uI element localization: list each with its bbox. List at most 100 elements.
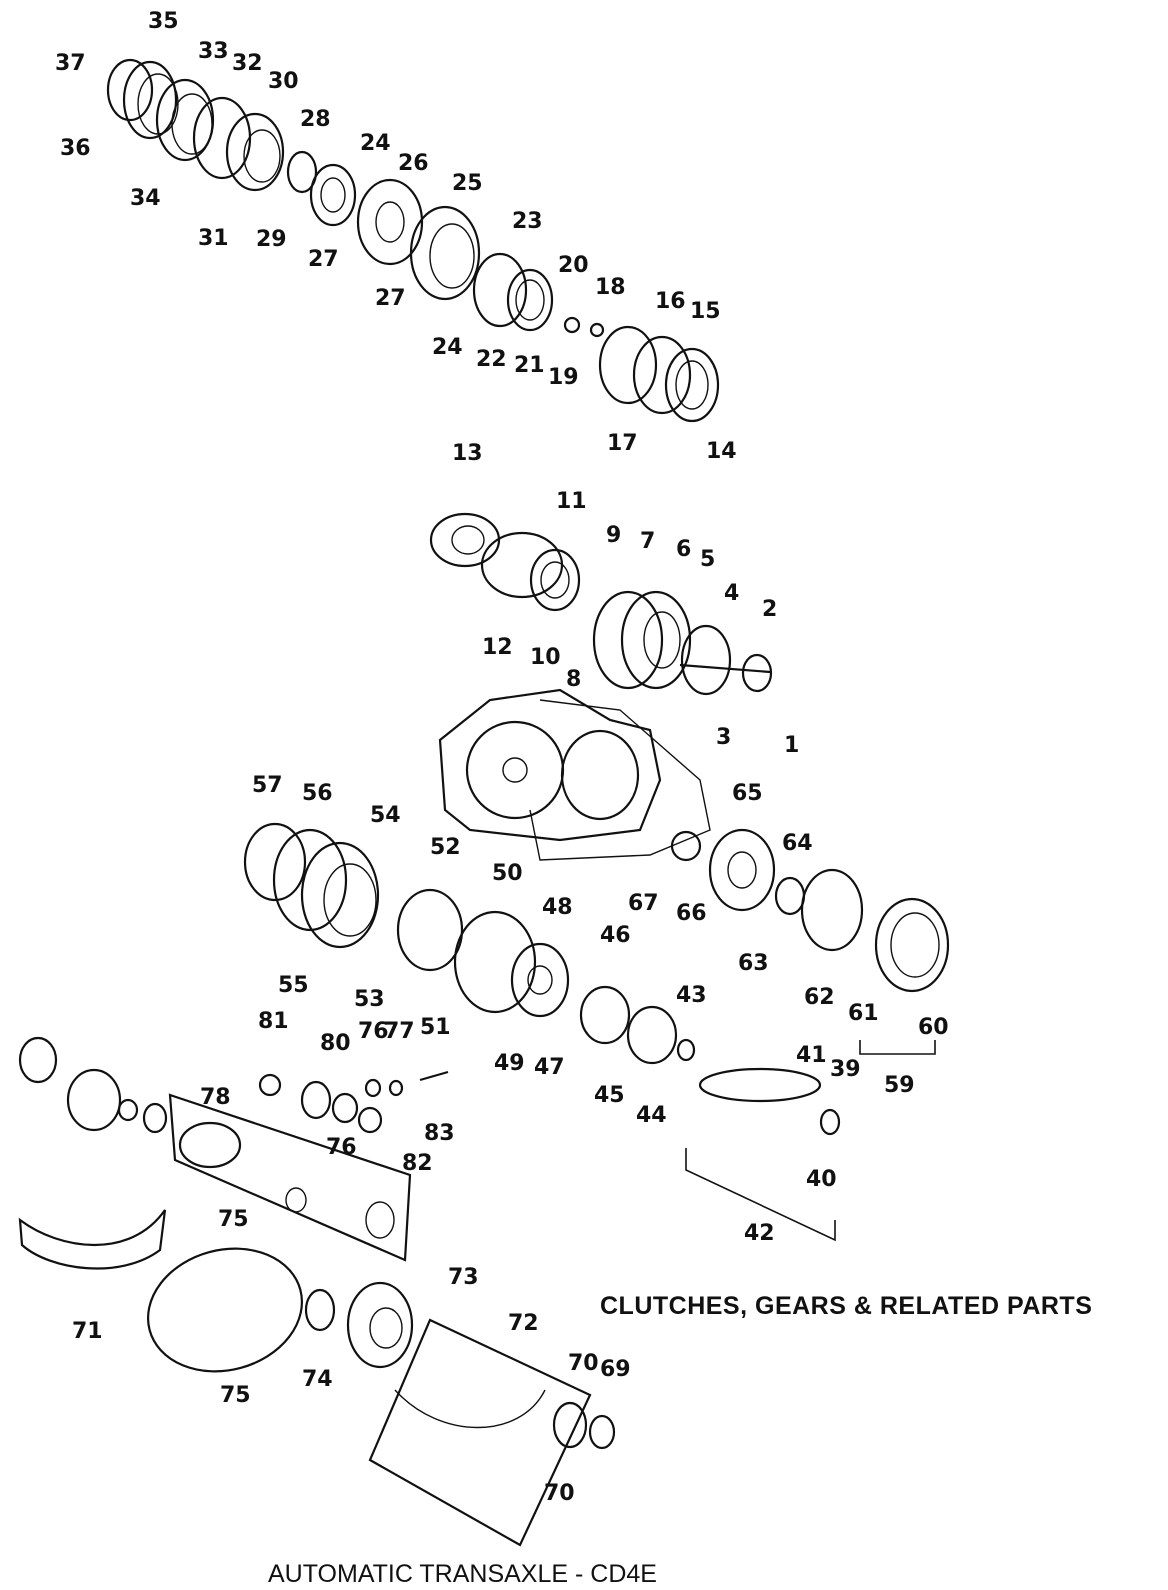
part-43-ring	[676, 1038, 696, 1062]
callout-57: 57	[252, 773, 283, 798]
part-29-ring	[286, 150, 318, 194]
diagram-title: AUTOMATIC TRANSAXLE - CD4E	[268, 1560, 657, 1588]
part-19-ball	[563, 316, 581, 334]
part-34-clutch-plate	[155, 78, 215, 162]
part-27-drum	[356, 178, 424, 266]
callout-5: 5	[700, 547, 715, 572]
callout-24b: 24	[432, 335, 463, 360]
part-56-clutch-plate	[272, 828, 348, 932]
callout-76b: 78	[200, 1085, 231, 1110]
callout-51: 51	[420, 1015, 451, 1040]
part-80-bearing	[142, 1102, 168, 1134]
callout-49: 49	[494, 1051, 525, 1076]
callout-53: 53	[354, 987, 385, 1012]
callout-27: 26	[398, 151, 429, 176]
callout-8: 8	[566, 667, 581, 692]
part-79-pin	[419, 1070, 449, 1082]
callout-62: 63	[738, 951, 769, 976]
part-33-clutch-plate	[192, 96, 252, 180]
part-74-carrier-panel	[168, 1093, 412, 1262]
callout-16: 16	[655, 289, 686, 314]
part-28-bearing	[309, 163, 357, 227]
callout-61: 62	[804, 985, 835, 1010]
callout-60: 61	[848, 1001, 879, 1026]
callout-37: 36	[60, 136, 91, 161]
part-52-ring	[396, 888, 464, 972]
part-78-washer	[258, 1073, 282, 1097]
part-8-clutch-plate	[592, 590, 664, 690]
part-61-gear	[800, 868, 864, 952]
callout-26: 27	[375, 286, 406, 311]
callout-30: 29	[256, 227, 287, 252]
callout-25: 25	[452, 171, 483, 196]
part-38-ring	[106, 58, 154, 122]
part-77-gear-b	[331, 1092, 359, 1124]
bracket-42	[685, 1148, 836, 1242]
part-54-clutch-plate	[300, 841, 380, 949]
case-gasket	[529, 699, 711, 861]
part-70-band-panel	[368, 1318, 592, 1547]
bracket-58	[859, 1040, 936, 1055]
callout-numbers: 35 37 33 32 30 36 34 31 29 28 27 24 26 2…	[55, 9, 949, 1506]
part-25-gear	[409, 205, 481, 301]
part-36-clutch-plate	[122, 60, 178, 140]
callout-1: 1	[784, 733, 799, 758]
callout-20: 20	[558, 253, 589, 278]
callout-72: 74	[302, 1367, 333, 1392]
callout-2: 2	[762, 597, 777, 622]
part-21-ring	[506, 268, 554, 332]
callout-76: 77	[384, 1019, 415, 1044]
part-75-washer	[364, 1078, 382, 1098]
callout-23: 23	[512, 209, 543, 234]
callout-70: 71	[72, 1319, 103, 1344]
callout-44: 44	[636, 1103, 667, 1128]
callout-40: 40	[806, 1167, 837, 1192]
part-2-ring	[741, 653, 773, 693]
part-48-gear	[510, 942, 570, 1018]
part-17-clutch-plate	[598, 325, 658, 405]
part-23-gear	[472, 252, 528, 328]
callout-43: 43	[676, 983, 707, 1008]
callout-31: 30	[268, 69, 299, 94]
callout-39: 39	[830, 1057, 861, 1082]
callout-45: 45	[594, 1083, 625, 1108]
part-31-clutch-plate	[225, 112, 285, 192]
part-70-band	[18, 1209, 167, 1270]
part-76-washer	[388, 1079, 404, 1097]
callout-21: 21	[514, 353, 545, 378]
callout-36: 35	[148, 9, 179, 34]
callout-47: 47	[534, 1055, 565, 1080]
callout-58: 59	[884, 1073, 915, 1098]
part-82-snap-ring	[66, 1068, 122, 1132]
callout-18: 18	[595, 275, 626, 300]
callout-6: 6	[676, 537, 691, 562]
part-71-sprocket	[346, 1281, 414, 1369]
part-14-clutch-plate	[664, 347, 720, 423]
callout-50: 50	[492, 861, 523, 886]
callout-65: 66	[676, 901, 707, 926]
callout-63: 64	[782, 831, 813, 856]
callout-19: 19	[548, 365, 579, 390]
callout-54: 54	[370, 803, 401, 828]
callout-3: 3	[716, 725, 731, 750]
part-46-gear	[579, 985, 631, 1045]
part-57-snap-ring	[243, 822, 307, 902]
callout-52: 52	[430, 835, 461, 860]
callout-78: 81	[258, 1009, 289, 1034]
callout-38: 37	[55, 51, 86, 76]
part-73-chain	[146, 1247, 304, 1373]
part-64-gear	[708, 828, 776, 912]
part-63-ring	[774, 876, 806, 916]
callout-17: 17	[607, 431, 638, 456]
callout-75b: 76	[326, 1135, 357, 1160]
callout-7: 7	[640, 529, 655, 554]
callout-46: 46	[600, 923, 631, 948]
callout-70b: 72	[508, 1311, 539, 1336]
callout-11: 11	[556, 489, 587, 514]
part-7-clutch-plate	[620, 590, 692, 690]
callout-55: 55	[278, 973, 309, 998]
callout-48: 48	[542, 895, 573, 920]
part-4-gear	[680, 624, 732, 696]
callout-42: 42	[744, 1221, 775, 1246]
callout-67: 69	[600, 1357, 631, 1382]
